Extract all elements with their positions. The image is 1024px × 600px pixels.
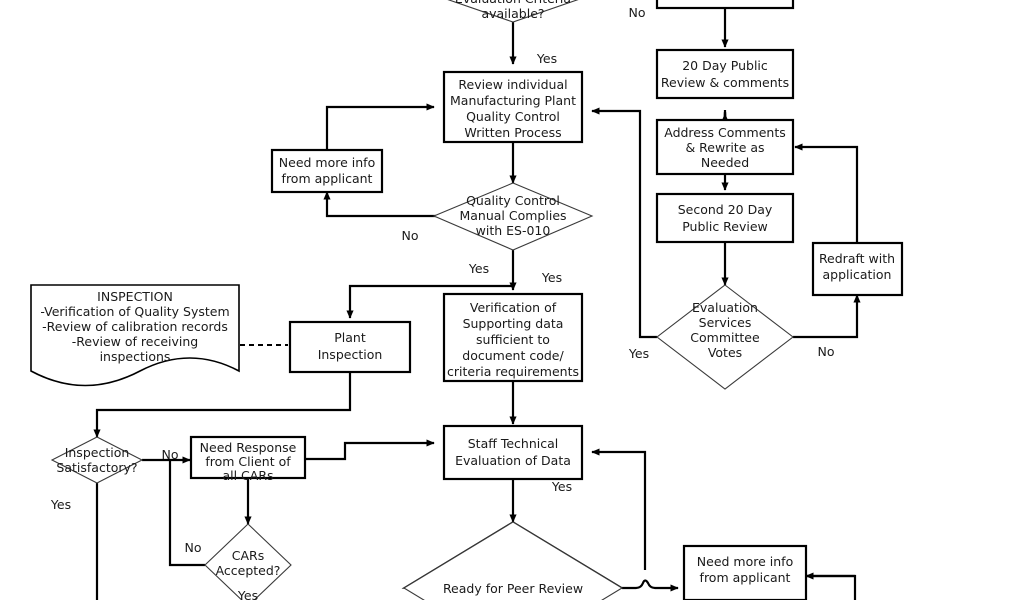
edge-label-yes-cars: Yes xyxy=(237,588,258,600)
node-label: Redraft with xyxy=(819,251,895,266)
edge-label-no-cars: No xyxy=(185,540,202,555)
node-label: from Client of xyxy=(205,454,291,469)
node-label: Ready for Peer Review xyxy=(443,581,583,596)
node-label: Manual Complies xyxy=(459,208,566,223)
edge-label-yes-inspection-sat: Yes xyxy=(50,497,71,512)
node-label: Review individual xyxy=(458,77,567,92)
node-label: from applicant xyxy=(700,570,791,585)
edge-redraft-to-address xyxy=(794,143,859,243)
node-label: Needed xyxy=(701,155,749,170)
edge-qc-no-to-needinfo xyxy=(323,191,441,218)
node-verification-of-supporting-data[interactable]: Verification of Supporting data sufficie… xyxy=(442,292,584,383)
node-label: Staff Technical xyxy=(468,436,558,451)
node-label: Votes xyxy=(708,345,742,360)
node-label: Quality Control xyxy=(466,109,560,124)
node-label: inspections xyxy=(100,349,171,364)
node-label: Review & comments xyxy=(661,75,789,90)
node-label: Evaluation Criteria xyxy=(455,0,571,6)
node-label: -Review of receiving xyxy=(72,334,198,349)
node-label: Satisfactory? xyxy=(56,460,137,475)
node-label: Address Comments xyxy=(664,125,786,140)
node-review-individual-manufacturing-plant[interactable]: Review individual Manufacturing Plant Qu… xyxy=(442,70,584,144)
node-label: application xyxy=(823,267,892,282)
node-need-more-info-from-applicant-1[interactable]: Need more info from applicant xyxy=(270,148,384,194)
node-label: Plant xyxy=(334,330,366,345)
node-label: Need more info xyxy=(279,155,375,170)
edge-label-no-esc: No xyxy=(818,344,835,359)
edge-needinfo2-right-loop xyxy=(806,574,857,600)
node-label: sufficient to xyxy=(476,332,550,347)
node-label: Inspection xyxy=(65,445,130,460)
node-label: with ES-010 xyxy=(476,223,551,238)
node-label: Public Review xyxy=(682,219,768,234)
node-label: Inspection xyxy=(318,347,383,362)
node-address-comments-rewrite[interactable]: Address Comments & Rewrite as Needed xyxy=(655,118,795,176)
edge-qc-yes-to-plantinspection xyxy=(346,284,513,319)
node-need-response-from-client[interactable]: Need Response from Client of all CARs xyxy=(189,435,307,483)
edge-feedback-to-staff xyxy=(591,448,647,570)
edge-label-no-top-right: No xyxy=(629,5,646,20)
node-label: document code/ xyxy=(462,348,564,363)
node-staff-technical-evaluation[interactable]: Staff Technical Evaluation of Data xyxy=(442,424,584,481)
node-label: from applicant xyxy=(282,171,373,186)
edge-esc-no-to-redraft xyxy=(793,294,861,339)
node-label: CARs xyxy=(232,548,264,563)
edge-readypeer-to-needinfo2 xyxy=(622,579,679,592)
node-second-20-day-public-review[interactable]: Second 20 Day Public Review xyxy=(655,192,795,244)
edge-label-yes-eval-criteria: Yes xyxy=(536,51,557,66)
node-label: -Verification of Quality System xyxy=(40,304,229,319)
node-label: Written Process xyxy=(464,125,561,140)
node-label: Evaluation of Data xyxy=(455,453,571,468)
node-label: all CARs xyxy=(222,468,273,483)
node-label: -Review of calibration records xyxy=(42,319,228,334)
edge-label-yes-staff: Yes xyxy=(551,479,572,494)
node-label: 20 Day Public xyxy=(682,58,768,73)
node-label: criteria requirements xyxy=(447,364,579,379)
node-label: Supporting data xyxy=(463,316,564,331)
node-label: Need Response xyxy=(200,440,297,455)
node-label: & Rewrite as xyxy=(685,140,764,155)
node-evaluation-criteria-available[interactable]: Evaluation Criteria available? xyxy=(423,0,603,23)
node-label: Quality Control xyxy=(466,193,560,208)
node-cars-accepted[interactable]: CARs Accepted? xyxy=(204,523,292,600)
node-inspection-satisfactory[interactable]: Inspection Satisfactory? xyxy=(50,436,144,484)
edge-cars-no-to-needresponse xyxy=(168,460,205,567)
node-20-day-public-review[interactable]: 20 Day Public Review & comments xyxy=(655,48,795,100)
node-ready-for-peer-review[interactable]: Ready for Peer Review xyxy=(402,521,624,600)
edge-label-yes-qc-left: Yes xyxy=(468,261,489,276)
edge-esc-yes-to-review xyxy=(591,107,657,339)
edge-plantinspection-to-inspectionsat xyxy=(93,372,352,438)
node-label: Manufacturing Plant xyxy=(450,93,576,108)
node-inspection-note[interactable]: INSPECTION -Verification of Quality Syst… xyxy=(30,284,240,387)
node-top-right-box[interactable] xyxy=(655,0,795,10)
node-quality-control-manual-complies[interactable]: Quality Control Manual Complies with ES-… xyxy=(432,182,594,251)
node-label: Second 20 Day xyxy=(678,202,773,217)
edge-needinfo-to-review xyxy=(325,103,435,150)
node-label: Verification of xyxy=(470,300,557,315)
node-label: Need more info xyxy=(697,554,793,569)
node-label: Committee xyxy=(690,330,760,345)
node-redraft-with-application[interactable]: Redraft with application xyxy=(811,241,904,297)
node-label: Services xyxy=(699,315,752,330)
node-label: INSPECTION xyxy=(97,289,173,304)
node-need-more-info-from-applicant-2[interactable]: Need more info from applicant xyxy=(682,544,808,600)
node-label: Evaluation xyxy=(692,300,758,315)
node-evaluation-services-committee-votes[interactable]: Evaluation Services Committee Votes xyxy=(656,284,794,390)
edge-label-no-inspection-sat: No xyxy=(162,447,179,462)
edge-label-no-qc: No xyxy=(402,228,419,243)
edge-label-yes-qc-right: Yes xyxy=(541,270,562,285)
node-label: available? xyxy=(481,6,544,21)
edge-needresponse-to-staff xyxy=(305,439,435,461)
node-plant-inspection[interactable]: Plant Inspection xyxy=(288,320,412,374)
edge-label-yes-esc: Yes xyxy=(628,346,649,361)
node-label: Accepted? xyxy=(216,563,281,578)
